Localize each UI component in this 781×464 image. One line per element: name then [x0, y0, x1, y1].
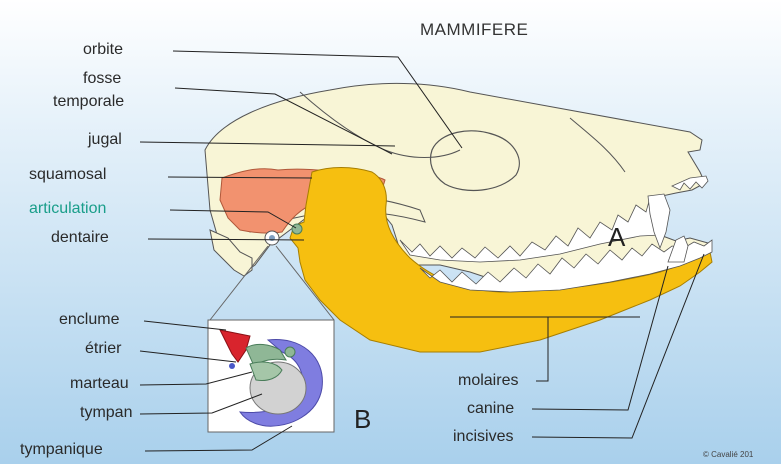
label-marteau: marteau — [70, 375, 129, 393]
label-fosse: fosse — [83, 70, 121, 88]
panel-letter-a: A — [608, 222, 625, 253]
label-etrier: étrier — [85, 340, 121, 358]
label-tympanique: tympanique — [20, 441, 103, 459]
diagram-title: MAMMIFERE — [420, 20, 528, 40]
stapes-dot — [229, 363, 235, 369]
credit-text: © Cavalié 201 — [703, 450, 753, 459]
label-articulation: articulation — [29, 200, 106, 218]
label-temporale: temporale — [53, 93, 124, 111]
panel-letter-b: B — [354, 404, 371, 435]
stapes-foot — [285, 347, 295, 357]
articulation-joint — [292, 224, 302, 234]
label-tympan: tympan — [80, 404, 132, 422]
label-enclume: enclume — [59, 311, 119, 329]
label-molaires: molaires — [458, 372, 518, 390]
label-incisives: incisives — [453, 428, 513, 446]
label-canine: canine — [467, 400, 514, 418]
label-jugal: jugal — [88, 131, 122, 149]
label-orbite: orbite — [83, 41, 123, 59]
label-dentaire: dentaire — [51, 229, 109, 247]
label-squamosal: squamosal — [29, 166, 106, 184]
